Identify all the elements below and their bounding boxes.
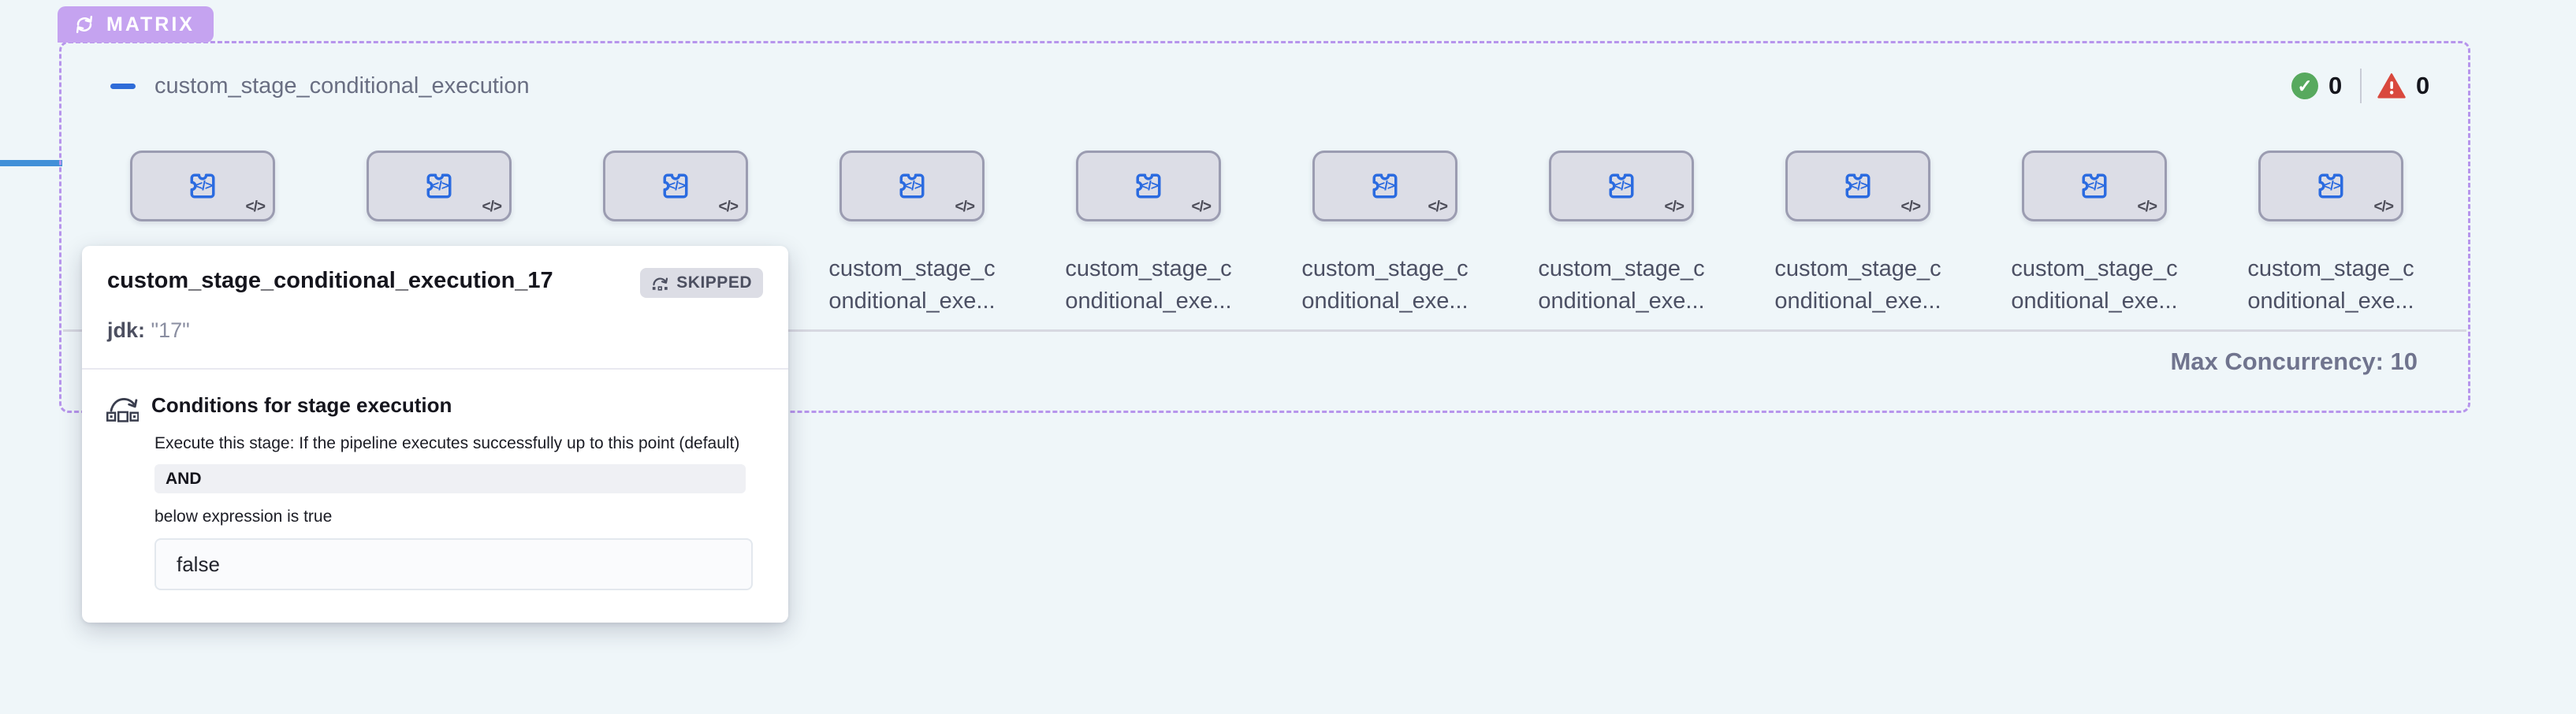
custom-stage-icon: </> [185, 169, 220, 203]
custom-stage-icon: </> [658, 169, 693, 203]
stage-node-label: custom_stage_c onditional_exe... [828, 256, 996, 314]
skipped-icon [651, 275, 669, 292]
custom-stage-icon: </> [1841, 169, 1875, 203]
custom-stage-icon: </> [1604, 169, 1639, 203]
custom-stage-icon: </> [2077, 169, 2112, 203]
loop-icon [72, 13, 97, 35]
success-icon: ✓ [2291, 73, 2318, 99]
matrix-node-row: </> </> custom_stage_c onditional_exe...… [84, 151, 2449, 318]
expression-input[interactable]: false [154, 538, 753, 590]
stage-node[interactable]: </> </> [2022, 151, 2167, 221]
jdk-value: "17" [151, 318, 190, 342]
code-glyph: </> [2137, 199, 2158, 215]
conditional-execution-icon [106, 387, 139, 423]
code-glyph: </> [1664, 199, 1685, 215]
matrix-stage-cell: </> </> custom_stage_c onditional_exe... [1503, 151, 1740, 318]
stage-node-label: custom_stage_c onditional_exe... [1301, 256, 1469, 314]
matrix-stage-cell: </> </> custom_stage_c onditional_exe... [794, 151, 1030, 318]
jdk-line: jdk: "17" [82, 298, 788, 343]
matrix-badge: MATRIX [58, 6, 214, 43]
status-badge: SKIPPED [640, 268, 763, 298]
error-icon [2377, 73, 2406, 99]
stage-node[interactable]: </> </> [1549, 151, 1694, 221]
collapse-minus-icon[interactable] [110, 84, 136, 89]
code-glyph: </> [718, 199, 739, 215]
stage-node[interactable]: </> </> [2258, 151, 2403, 221]
matrix-stage-cell: </> </> custom_stage_c onditional_exe... [1267, 151, 1503, 318]
custom-stage-icon: </> [422, 169, 456, 203]
matrix-stage-cell: </> </> custom_stage_c onditional_exe... [1740, 151, 1976, 318]
stage-node[interactable]: </> </> [130, 151, 275, 221]
section-divider [63, 329, 2466, 332]
matrix-stage-cell: </> </> custom_stage_c onditional_exe... [557, 151, 794, 318]
matrix-stage-cell: </> </> custom_stage_c onditional_exe... [84, 151, 321, 318]
stage-node-label: custom_stage_c onditional_exe... [2247, 256, 2414, 314]
pipeline-connector-line [0, 160, 62, 166]
hovercard-divider [82, 368, 788, 370]
matrix-stage-cell: </> </> custom_stage_c onditional_exe... [2213, 151, 2449, 318]
custom-stage-icon: </> [2314, 169, 2348, 203]
code-glyph: </> [2373, 199, 2395, 215]
status-counters: ✓ 0 0 [2291, 69, 2432, 103]
max-concurrency-label: Max Concurrency: 10 [2170, 348, 2418, 375]
code-glyph: </> [1191, 199, 1212, 215]
matrix-stage-container: custom_stage_conditional_execution ✓ 0 0 [59, 41, 2470, 413]
conditions-heading: Conditions for stage execution [151, 392, 452, 417]
stage-node[interactable]: </> </> [1312, 151, 1457, 221]
stage-node-label: custom_stage_c onditional_exe... [2011, 256, 2178, 314]
jdk-key: jdk: [107, 318, 146, 342]
hovercard-title: custom_stage_conditional_execution_17 [107, 268, 553, 293]
expression-caption: below expression is true [154, 508, 333, 526]
stage-node-label: custom_stage_c onditional_exe... [1065, 256, 1232, 314]
stage-node[interactable]: </> </> [1785, 151, 1930, 221]
code-glyph: </> [245, 199, 266, 215]
conditions-description: Execute this stage: If the pipeline exec… [154, 434, 740, 452]
stage-node[interactable]: </> </> [603, 151, 748, 221]
error-count: 0 [2416, 72, 2430, 99]
status-badge-label: SKIPPED [676, 273, 752, 292]
matrix-title: custom_stage_conditional_execution [154, 73, 530, 99]
custom-stage-icon: </> [1131, 169, 1166, 203]
operator-bar: AND [154, 464, 746, 493]
code-glyph: </> [1428, 199, 1449, 215]
matrix-stage-cell: </> </> custom_stage_c onditional_exe... [1976, 151, 2213, 318]
matrix-header: custom_stage_conditional_execution [110, 73, 530, 99]
success-count: 0 [2328, 72, 2343, 99]
matrix-stage-cell: </> </> custom_stage_c onditional_exe... [1030, 151, 1267, 318]
stage-node[interactable]: </> </> [839, 151, 985, 221]
stage-hovercard: custom_stage_conditional_execution_17 SK… [82, 246, 788, 623]
stage-node-label: custom_stage_c onditional_exe... [1538, 256, 1705, 314]
stage-node[interactable]: </> </> [367, 151, 512, 221]
stage-node[interactable]: </> </> [1076, 151, 1221, 221]
matrix-badge-label: MATRIX [106, 13, 195, 35]
code-glyph: </> [482, 199, 503, 215]
stage-node-label: custom_stage_c onditional_exe... [1774, 256, 1941, 314]
code-glyph: </> [1900, 199, 1922, 215]
counter-divider [2360, 69, 2362, 103]
code-glyph: </> [955, 199, 976, 215]
custom-stage-icon: </> [895, 169, 929, 203]
matrix-stage-cell: </> </> custom_stage_c onditional_exe... [321, 151, 557, 318]
operator-label: AND [166, 469, 202, 488]
custom-stage-icon: </> [1368, 169, 1402, 203]
